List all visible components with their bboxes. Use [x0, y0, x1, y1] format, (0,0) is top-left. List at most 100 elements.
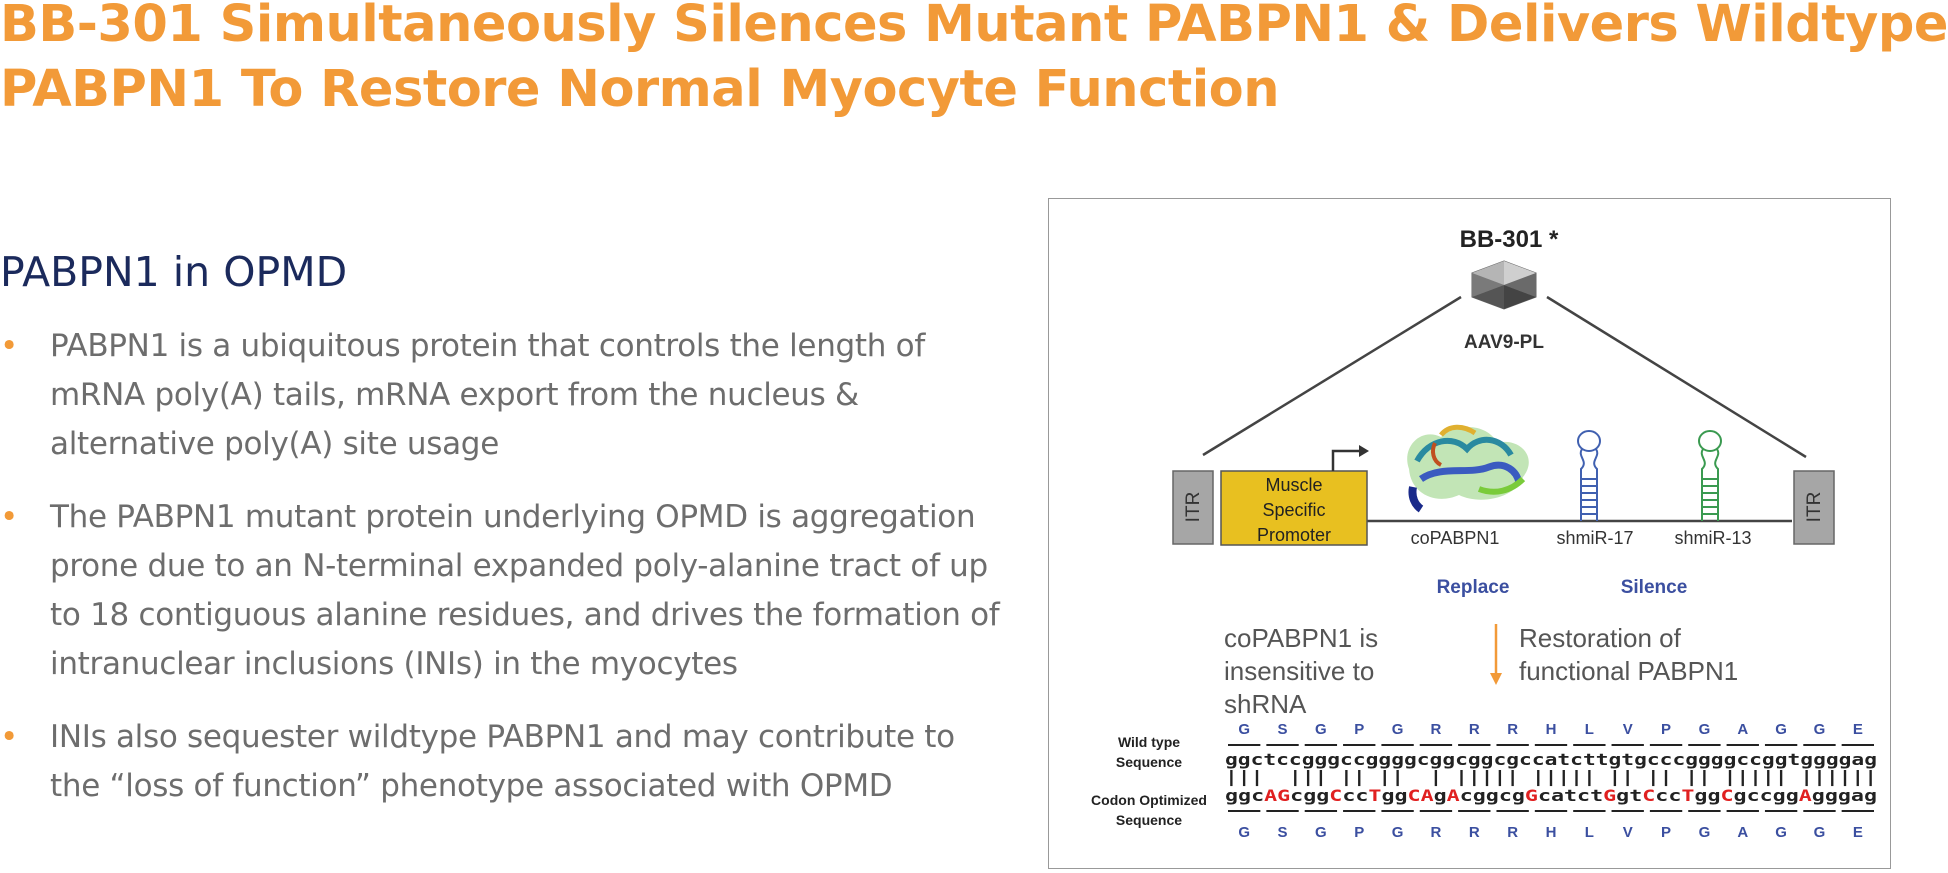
section-heading: PABPN1 in OPMD	[0, 248, 348, 296]
bullet-line: INIs also sequester wildtype PABPN1 and …	[50, 719, 955, 755]
amino-acid-bottom: R	[1431, 824, 1442, 841]
amino-acid-top: G	[1775, 721, 1787, 738]
itr-right-label: ITR	[1804, 492, 1825, 523]
amino-acid-top: S	[1278, 721, 1288, 738]
note-restoration-line-1: Restoration of	[1519, 623, 1682, 653]
slide-title-line-1: BB-301 Simultaneously Silences Mutant PA…	[0, 0, 1948, 54]
wildtype-label-line-2: Sequence	[1116, 754, 1182, 770]
mutated-base: A	[1447, 787, 1461, 805]
amino-acid-bottom: V	[1623, 824, 1633, 841]
slide-title: BB-301 Simultaneously Silences Mutant PA…	[0, 0, 1948, 122]
vector-line-left	[1202, 295, 1462, 457]
gene-label-copabpn1: coPABPN1	[1411, 528, 1500, 548]
amino-acid-bottom: P	[1661, 824, 1671, 841]
mutated-base: C	[1721, 787, 1734, 805]
mutated-base: CA	[1408, 787, 1435, 805]
amino-acid-bottom: G	[1814, 824, 1826, 841]
amino-acid-top: G	[1392, 721, 1404, 738]
mutated-base: T	[1681, 787, 1694, 805]
codon-label-line-1: Codon Optimized	[1091, 792, 1207, 808]
amino-acid-bottom: E	[1853, 824, 1863, 841]
construct-diagram: BB-301 * AAV9-PL ITR Muscle Specific Pr	[1091, 226, 1877, 841]
bullet-line: PABPN1 is a ubiquitous protein that cont…	[50, 328, 925, 364]
transcription-arrow-icon	[1331, 449, 1361, 471]
note-insensitive-line-1: coPABPN1 is	[1224, 623, 1378, 653]
gene-label-shmir17: shmiR-17	[1556, 528, 1633, 548]
vector-line-right	[1546, 295, 1807, 459]
amino-acid-top: R	[1469, 721, 1480, 738]
amino-acid-bottom: S	[1278, 824, 1288, 841]
sequence-segment: cgg	[1290, 787, 1329, 805]
sequence-segment: cc	[1655, 787, 1681, 805]
sequence-segment: gg	[1694, 787, 1720, 805]
amino-acid-bottom: G	[1238, 824, 1250, 841]
sequence-segment: cc	[1342, 787, 1368, 805]
shmir17-hairpin-icon	[1577, 430, 1601, 521]
itr-left: ITR	[1172, 470, 1214, 545]
amino-acid-top: R	[1507, 721, 1518, 738]
amino-acid-top: P	[1661, 721, 1671, 738]
sequence-segment: ggc	[1225, 787, 1264, 805]
sequence-segment: gt	[1616, 787, 1642, 805]
mutated-base: AG	[1264, 787, 1290, 805]
codon-label-line-2: Sequence	[1116, 812, 1182, 828]
mutated-base: C	[1642, 787, 1655, 805]
bullet-line: intranuclear inclusions (INIs) in the my…	[50, 646, 738, 682]
amino-acid-top: G	[1238, 721, 1250, 738]
sequence-segment: gg	[1381, 787, 1407, 805]
amino-acid-top: R	[1431, 721, 1442, 738]
bullet-line: to 18 contiguous alanine residues, and d…	[50, 597, 1000, 633]
amino-acid-top: P	[1354, 721, 1364, 738]
mutated-base: A	[1799, 787, 1813, 805]
replace-label: Replace	[1437, 577, 1510, 598]
bullet-line: alternative poly(A) site usage	[50, 426, 499, 462]
itr-right: ITR	[1793, 470, 1835, 545]
amino-acid-bottom: G	[1775, 824, 1787, 841]
vector-label: AAV9-PL	[1464, 332, 1544, 353]
bullet-item: • INIs also sequester wildtype PABPN1 an…	[0, 713, 1000, 811]
amino-acid-bottom: L	[1585, 824, 1594, 841]
itr-left-label: ITR	[1183, 492, 1204, 523]
wildtype-sequence: ggctccgggccggggcggcggcgccatcttgtgcccgggg…	[1225, 751, 1877, 769]
sequence-segment: g	[1434, 787, 1447, 805]
construct-name: BB-301 *	[1460, 226, 1559, 253]
promoter-box	[1220, 470, 1368, 546]
mutated-base: C	[1329, 787, 1342, 805]
amino-acid-top: E	[1853, 721, 1863, 738]
note-restoration-line-2: functional PABPN1	[1519, 656, 1738, 686]
muscle-specific-promoter: Muscle Specific Promoter	[1220, 445, 1369, 546]
amino-acid-bottom: R	[1507, 824, 1518, 841]
amino-acid-top: H	[1546, 721, 1557, 738]
sequence-segment: gccgg	[1734, 787, 1799, 805]
mutated-base: G	[1603, 787, 1616, 805]
bullet-list: • PABPN1 is a ubiquitous protein that co…	[0, 322, 1000, 835]
bullet-item: • The PABPN1 mutant protein underlying O…	[0, 493, 1000, 689]
sequence-segment: cggcg	[1460, 787, 1525, 805]
itr-right-box	[1793, 470, 1835, 545]
bullet-icon: •	[0, 499, 18, 535]
amino-acid-bottom: H	[1546, 824, 1557, 841]
amino-acid-bottom: P	[1354, 824, 1364, 841]
amino-acid-bottom: G	[1392, 824, 1404, 841]
amino-acid-bottom: A	[1737, 824, 1748, 841]
note-insensitive-line-3: shRNA	[1224, 689, 1307, 719]
bullet-icon: •	[0, 719, 18, 755]
promoter-label-line-3: Promoter	[1257, 525, 1331, 545]
sequence-segment: catct	[1538, 787, 1603, 805]
aav-capsid-icon	[1471, 260, 1537, 310]
sequence-segment: gggag	[1812, 787, 1877, 805]
amino-acid-top: L	[1585, 721, 1594, 738]
amino-acid-top: V	[1623, 721, 1633, 738]
amino-acid-top: G	[1814, 721, 1826, 738]
promoter-label-line-1: Muscle	[1265, 475, 1322, 495]
note-insensitive-line-2: insensitive to	[1224, 656, 1374, 686]
gene-label-shmir13: shmiR-13	[1674, 528, 1751, 548]
bb301-construct-figure: BB-301 * AAV9-PL ITR Muscle Specific Pr	[1048, 198, 1891, 869]
sequence-match-line: ||| ||| || || | ||||| ||||| || || || |||…	[1225, 768, 1877, 787]
mutated-base: T	[1368, 787, 1381, 805]
shmir13-hairpin-icon	[1698, 430, 1722, 521]
wildtype-label-line-1: Wild type	[1118, 734, 1180, 750]
bullet-item: • PABPN1 is a ubiquitous protein that co…	[0, 322, 1000, 469]
